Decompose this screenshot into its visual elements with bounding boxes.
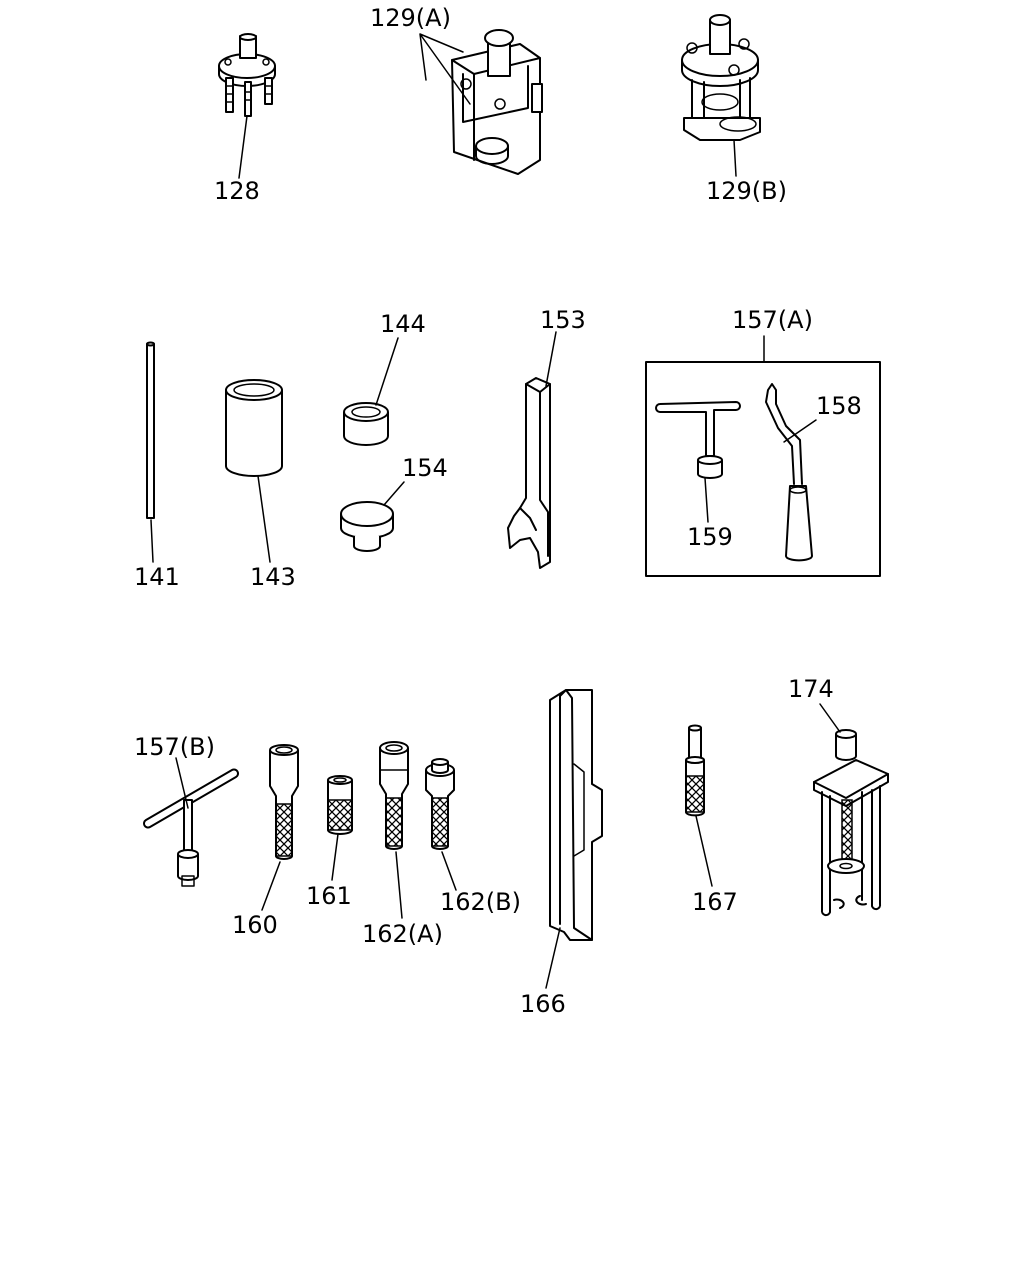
- part-159-t-wrench: [655, 401, 741, 479]
- label-159: 159: [687, 523, 733, 551]
- part-166-bracket: [549, 689, 603, 941]
- label-129b: 129(B): [706, 177, 787, 205]
- part-160-adapter: [269, 744, 299, 860]
- leader-167: [695, 815, 713, 887]
- leader-157b: [175, 757, 189, 809]
- part-162a-adapter: [379, 741, 409, 850]
- label-166: 166: [520, 990, 566, 1018]
- label-154: 154: [402, 454, 448, 482]
- label-129a: 129(A): [370, 4, 451, 32]
- leader-162b: [441, 851, 457, 891]
- leader-154: [383, 481, 405, 506]
- leader-144: [375, 337, 399, 406]
- leader-160: [261, 861, 281, 911]
- label-161: 161: [306, 882, 352, 910]
- label-144: 144: [380, 310, 426, 338]
- part-144-ring: [343, 402, 389, 446]
- label-158: 158: [816, 392, 862, 420]
- part-129a-puller: [451, 29, 543, 175]
- part-158-hook-tool: [765, 383, 813, 562]
- leader-158: [783, 419, 817, 443]
- part-157b-t-handle: [143, 768, 239, 887]
- leader-161: [331, 833, 339, 881]
- label-162b: 162(B): [440, 888, 521, 916]
- leader-153: [545, 331, 557, 387]
- part-161-adapter: [327, 775, 353, 835]
- label-128: 128: [214, 177, 260, 205]
- leader-162a: [395, 851, 403, 919]
- part-162b-adapter: [425, 758, 455, 850]
- leader-129b: [733, 139, 737, 177]
- part-129b-puller: [681, 14, 761, 141]
- leader-129a: [419, 33, 471, 105]
- part-167-pin: [685, 724, 705, 817]
- label-157a: 157(A): [732, 306, 813, 334]
- leader-141: [150, 519, 154, 563]
- leader-128: [238, 115, 248, 179]
- label-167: 167: [692, 888, 738, 916]
- label-143: 143: [250, 563, 296, 591]
- label-157b: 157(B): [134, 733, 215, 761]
- part-128-puller: [218, 33, 276, 117]
- leader-159: [704, 477, 709, 523]
- leader-174: [819, 703, 841, 733]
- leader-166: [545, 927, 561, 989]
- label-174: 174: [788, 675, 834, 703]
- part-153-wrench: [507, 377, 551, 569]
- part-143-sleeve: [225, 379, 283, 477]
- label-153: 153: [540, 306, 586, 334]
- leader-143: [257, 475, 271, 563]
- part-174-jaw-puller: [813, 729, 889, 917]
- kit-157a-box: [645, 361, 881, 577]
- part-141-rod: [146, 341, 155, 519]
- label-141: 141: [134, 563, 180, 591]
- label-160: 160: [232, 911, 278, 939]
- label-162a: 162(A): [362, 920, 443, 948]
- part-154-cap: [340, 501, 394, 552]
